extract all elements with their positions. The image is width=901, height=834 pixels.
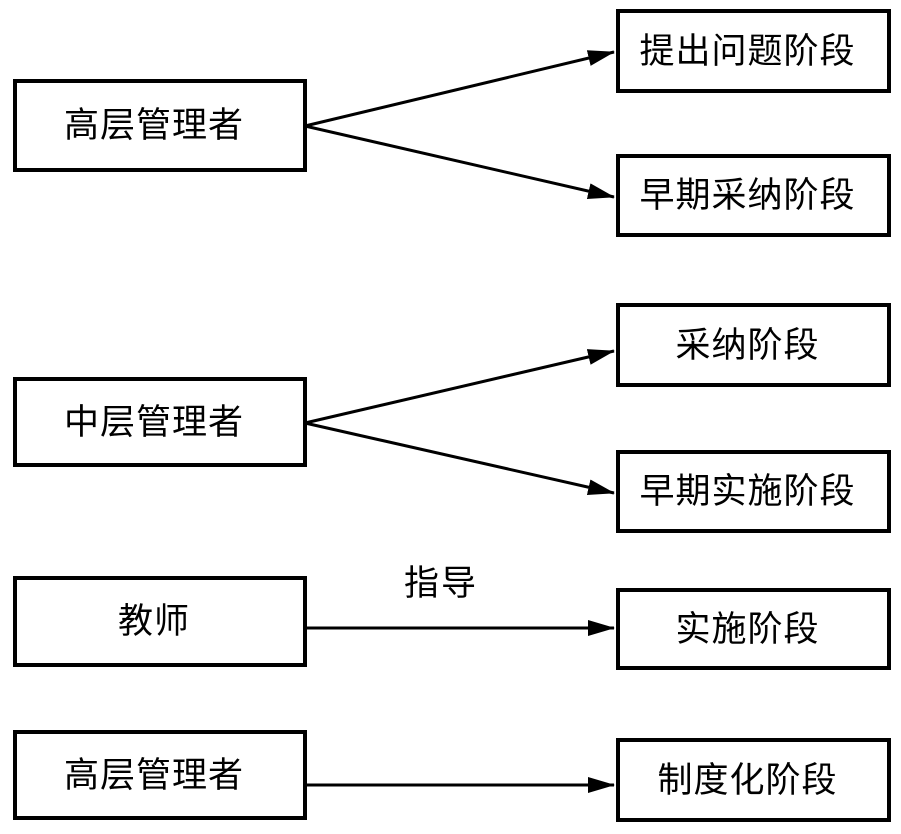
node-early-adoption-stage-label: 早期采纳阶段 [639, 176, 856, 215]
node-senior-manager-1-label: 高层管理者 [63, 106, 244, 145]
node-implementation-stage: 实施阶段 [616, 588, 891, 670]
node-problem-raising-stage: 提出问题阶段 [616, 9, 891, 93]
node-early-implementation-stage: 早期实施阶段 [616, 450, 891, 533]
node-teacher: 教师 [13, 576, 307, 667]
node-middle-manager: 中层管理者 [13, 377, 307, 467]
node-implementation-stage-label: 实施阶段 [675, 609, 820, 649]
node-institutionalization-stage: 制度化阶段 [616, 738, 891, 822]
edge-label-guidance: 指导 [403, 564, 478, 603]
node-senior-manager-2: 高层管理者 [13, 730, 307, 820]
arrow-senior-manager-1-to-problem-raising [304, 50, 615, 128]
arrow-middle-manager-to-early-implementation [304, 421, 615, 496]
node-teacher-label: 教师 [117, 602, 190, 641]
node-adoption-stage: 采纳阶段 [616, 303, 891, 387]
node-middle-manager-label: 中层管理者 [63, 402, 244, 442]
arrow-senior-manager-1-to-early-adoption [304, 124, 615, 199]
node-early-implementation-stage-label: 早期实施阶段 [639, 472, 856, 511]
node-senior-manager-2-label: 高层管理者 [63, 755, 244, 795]
node-senior-manager-1: 高层管理者 [13, 79, 307, 172]
node-early-adoption-stage: 早期采纳阶段 [616, 154, 891, 237]
arrow-middle-manager-to-adoption [304, 349, 615, 425]
node-adoption-stage-label: 采纳阶段 [675, 325, 820, 365]
node-institutionalization-stage-label: 制度化阶段 [657, 760, 838, 800]
node-problem-raising-stage-label: 提出问题阶段 [639, 31, 856, 71]
